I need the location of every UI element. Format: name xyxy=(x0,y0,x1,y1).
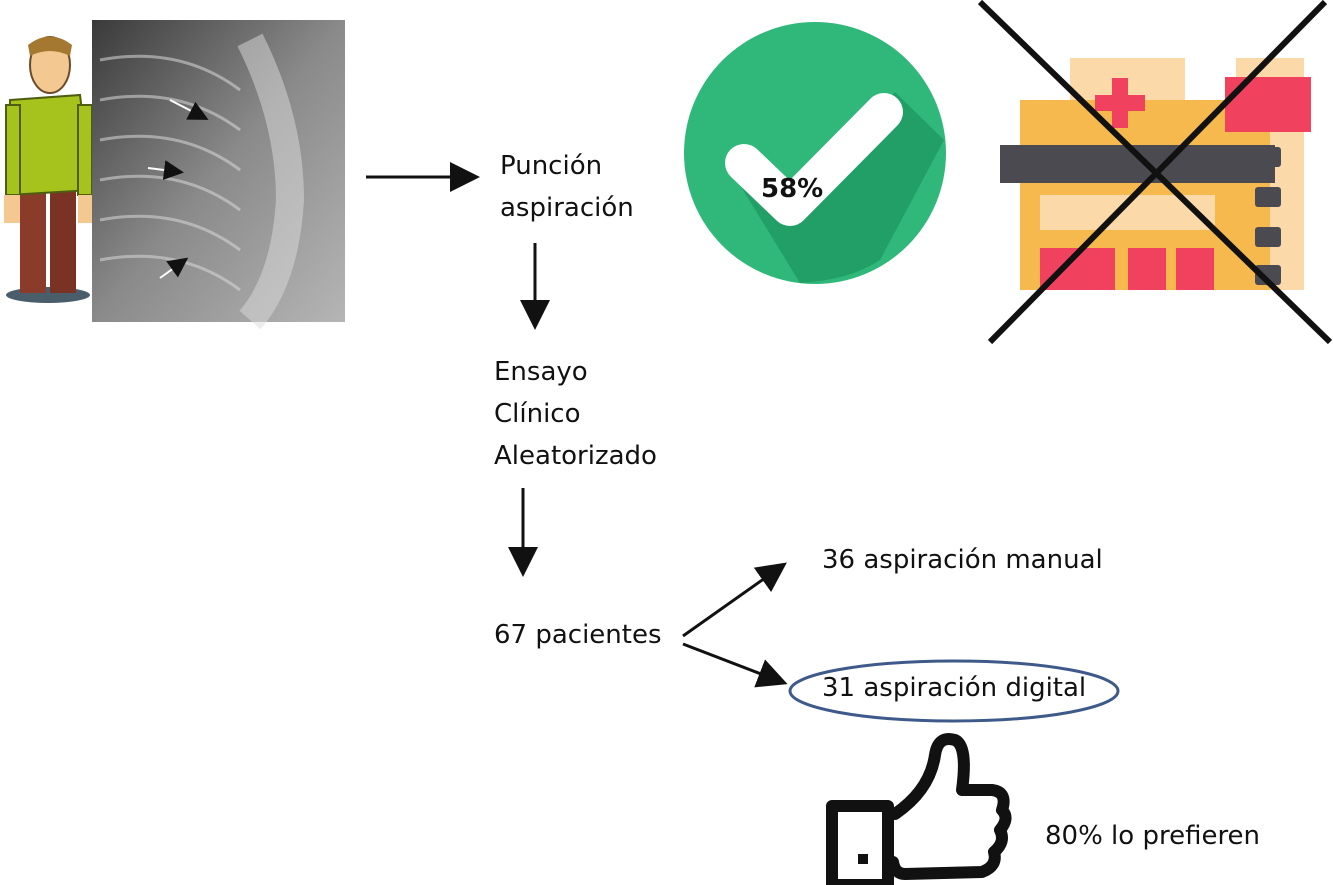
cartoon-character-illustration xyxy=(4,36,94,303)
chest-xray-image xyxy=(92,20,345,330)
puncion-label-line2: aspiración xyxy=(500,193,634,223)
success-check-icon xyxy=(684,22,946,284)
preference-label: 80% lo prefieren xyxy=(1045,821,1261,851)
puncion-label-line1: Punción xyxy=(500,151,603,181)
ensayo-label-line2: Clínico xyxy=(494,399,581,429)
thumbs-up-icon xyxy=(826,733,1012,885)
ensayo-label-line3: Aleatorizado xyxy=(494,441,657,471)
ensayo-label-line1: Ensayo xyxy=(494,357,588,387)
pacientes-label: 67 pacientes xyxy=(494,620,662,650)
cross-out-icon xyxy=(977,0,1333,345)
digital-branch-label: 31 aspiración digital xyxy=(822,673,1087,703)
digital-highlight-ellipse xyxy=(788,659,1120,723)
arrow-pacientes-to-manual xyxy=(682,562,787,638)
arrow-pacientes-to-digital xyxy=(682,642,788,688)
success-percentage: 58% xyxy=(761,174,824,204)
manual-branch-label: 36 aspiración manual xyxy=(822,545,1103,575)
